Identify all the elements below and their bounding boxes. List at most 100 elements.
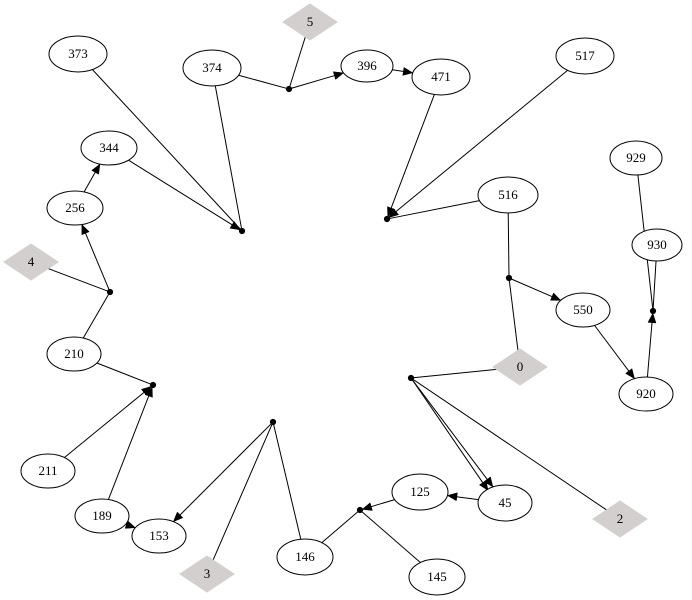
node-label: 210: [64, 346, 84, 361]
graph-edge: [214, 85, 243, 229]
graph-node-145[interactable]: 145: [408, 558, 466, 596]
graph-node-550[interactable]: 550: [555, 292, 611, 328]
node-ellipse-shape: [391, 473, 449, 511]
graph-edge: [92, 69, 241, 230]
node-label: 517: [575, 48, 595, 63]
node-ellipse-shape: [609, 140, 663, 176]
graph-edge: [510, 278, 554, 298]
edge-arrowhead-icon: [361, 502, 373, 511]
node-ellipse-shape: [80, 130, 138, 166]
graph-edge: [83, 170, 97, 193]
graph-edge: [652, 260, 657, 309]
edge-arrowhead-icon: [388, 208, 400, 219]
graph-edge: [646, 321, 653, 378]
node-ellipse-shape: [477, 484, 533, 522]
graph-node-930[interactable]: 930: [631, 228, 683, 262]
node-label: 550: [573, 302, 593, 317]
node-label: 4: [28, 254, 35, 269]
graph-edge: [178, 423, 272, 517]
node-label: 256: [65, 200, 85, 215]
node-ellipse-shape: [555, 37, 615, 75]
graph-edge: [411, 379, 489, 481]
edge-junction-point: [285, 85, 293, 93]
edge-arrowhead-icon: [229, 220, 241, 231]
node-label: 153: [149, 528, 169, 543]
junction-layer: [106, 85, 657, 514]
graph-node-929[interactable]: 929: [609, 140, 663, 176]
node-ellipse-shape: [20, 453, 76, 489]
graph-edge: [212, 423, 273, 561]
node-label: 5: [307, 14, 314, 29]
node-label: 920: [636, 386, 656, 401]
graph-node-153[interactable]: 153: [131, 518, 187, 554]
graph-node-920[interactable]: 920: [618, 376, 674, 412]
graph-edge: [107, 394, 150, 500]
graph-node-471[interactable]: 471: [411, 58, 471, 96]
graph-node-211[interactable]: 211: [20, 453, 76, 489]
node-label: 344: [99, 140, 119, 155]
graph-edge: [394, 69, 568, 213]
node-label: 373: [68, 46, 88, 61]
graph-node-344[interactable]: 344: [80, 130, 138, 166]
graph-edge: [390, 94, 435, 210]
graph-node-256[interactable]: 256: [46, 190, 104, 226]
graph-node-3[interactable]: 3: [179, 555, 235, 593]
edge-arrowhead-icon: [550, 292, 562, 301]
graph-node-516[interactable]: 516: [477, 176, 539, 214]
node-label: 45: [499, 495, 512, 510]
edge-junction-point: [106, 288, 114, 296]
graph-node-2[interactable]: 2: [592, 500, 648, 538]
node-diamond-shape: [492, 348, 548, 386]
edge-arrowhead-icon: [81, 223, 90, 236]
graph-edge: [82, 293, 110, 339]
graph-edge: [392, 69, 405, 73]
node-label: 929: [626, 150, 646, 165]
node-label: 471: [431, 69, 451, 84]
edge-junction-point: [383, 215, 391, 223]
edge-arrowhead-icon: [625, 368, 635, 380]
node-ellipse-shape: [408, 558, 466, 596]
graph-edge: [48, 268, 109, 292]
node-diamond-shape: [179, 555, 235, 593]
node-ellipse-shape: [46, 190, 104, 226]
graph-node-146[interactable]: 146: [276, 538, 334, 576]
graph-edge: [361, 511, 421, 563]
graph-node-4[interactable]: 4: [3, 243, 59, 281]
node-label: 374: [202, 60, 222, 75]
node-label: 930: [647, 237, 667, 252]
edge-arrowhead-icon: [124, 520, 137, 529]
graph-edge: [64, 391, 146, 458]
graph-edge: [96, 362, 152, 385]
node-label: 145: [427, 569, 447, 584]
graph-node-0[interactable]: 0: [492, 348, 548, 386]
graph-node-5[interactable]: 5: [282, 3, 338, 41]
graph-node-396[interactable]: 396: [340, 49, 394, 83]
node-diamond-shape: [592, 500, 648, 538]
graph-node-189[interactable]: 189: [74, 498, 130, 534]
node-ellipse-shape: [131, 518, 187, 554]
node-ellipse-shape: [48, 35, 108, 73]
graph-edge: [289, 36, 306, 88]
edge-layer: [48, 36, 657, 563]
edge-arrowhead-icon: [402, 67, 414, 76]
edge-junction-point: [505, 274, 513, 282]
edge-junction-point: [238, 227, 246, 235]
graph-edge: [290, 74, 337, 89]
edge-arrowhead-icon: [647, 312, 657, 324]
node-layer: 373 374 396 471 517 929 344 256 516 930 550 210 920 2…: [3, 3, 683, 596]
edge-arrowhead-icon: [91, 163, 101, 175]
graph-node-125[interactable]: 125: [391, 473, 449, 511]
node-label: 516: [498, 187, 518, 202]
graph-node-373[interactable]: 373: [48, 35, 108, 73]
graph-node-210[interactable]: 210: [46, 336, 102, 372]
graph-node-517[interactable]: 517: [555, 37, 615, 75]
node-label: 189: [92, 508, 112, 523]
node-label: 211: [38, 463, 57, 478]
graph-edge: [455, 496, 479, 501]
edge-junction-point: [269, 418, 277, 426]
graph-edge: [508, 280, 519, 351]
node-label: 3: [204, 566, 211, 581]
graph-node-45[interactable]: 45: [477, 484, 533, 522]
graph-node-374[interactable]: 374: [182, 49, 242, 87]
